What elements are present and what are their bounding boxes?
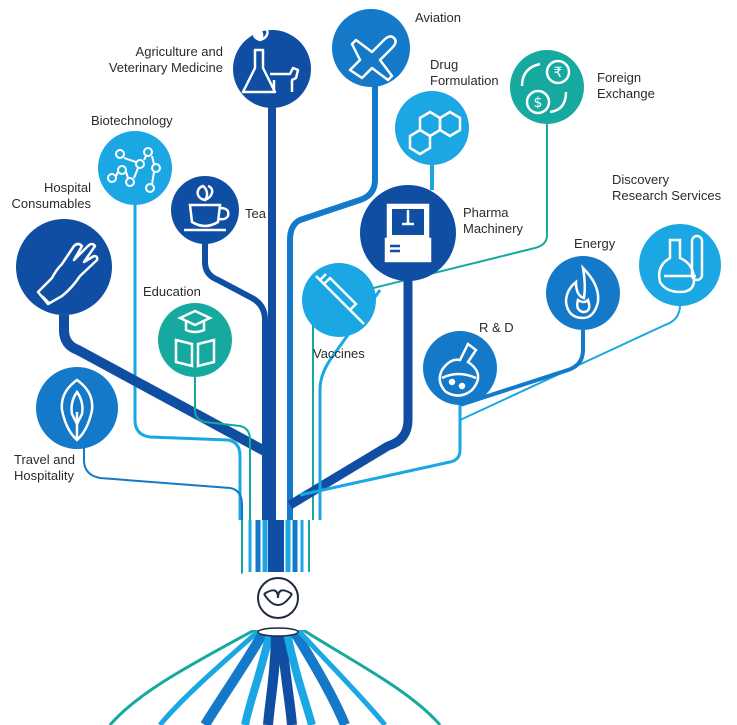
teacup-icon <box>184 184 230 232</box>
node-pharma[interactable] <box>360 185 456 281</box>
node-biotechnology[interactable] <box>98 131 172 205</box>
node-energy[interactable] <box>546 256 620 330</box>
node-rnd[interactable] <box>423 331 497 405</box>
node-discovery[interactable] <box>639 224 721 306</box>
center-seal <box>240 572 318 637</box>
node-travel[interactable] <box>36 367 118 449</box>
label-drug-formulation: Drug Formulation <box>430 57 499 88</box>
pharma-machine-icon <box>384 203 432 263</box>
tree-roots <box>108 625 442 725</box>
label-education: Education <box>143 284 201 299</box>
tree-branches <box>59 80 681 520</box>
lotus-icon <box>60 378 94 442</box>
node-hospital[interactable] <box>16 219 112 315</box>
flask-cow-icon <box>241 26 300 94</box>
node-drug[interactable] <box>395 91 469 165</box>
label-discovery-research: Discovery Research Services <box>612 172 722 203</box>
lab-flask-icon <box>657 234 704 294</box>
molecule-icon <box>408 110 462 156</box>
label-pharma-machinery: Pharma Machinery <box>463 205 523 236</box>
label-rnd: R & D <box>479 320 514 335</box>
svg-text:$: $ <box>534 95 543 111</box>
beaker-icon <box>438 342 480 397</box>
label-vaccines: Vaccines <box>313 346 365 361</box>
node-forex[interactable]: ₹ $ <box>510 50 584 124</box>
label-energy: Energy <box>574 236 616 251</box>
node-education[interactable] <box>158 303 232 377</box>
node-vaccines[interactable] <box>302 263 376 337</box>
node-aviation[interactable] <box>332 9 410 87</box>
label-foreign-exchange: Foreign Exchange <box>597 70 655 101</box>
currency-exchange-icon: ₹ $ <box>520 59 571 115</box>
flame-icon <box>564 264 600 320</box>
tree-trunk <box>241 520 310 578</box>
label-hospital-consumables: Hospital Consumables <box>11 180 92 211</box>
label-agriculture: Agriculture and Veterinary Medicine <box>108 44 223 75</box>
label-travel-hospitality: Travel and Hospitality <box>14 452 75 483</box>
node-tea[interactable] <box>171 176 239 244</box>
syringe-icon <box>315 273 365 325</box>
molecular-chain-icon <box>107 147 161 193</box>
glove-icon <box>36 242 99 306</box>
airplane-icon <box>348 35 397 82</box>
book-cap-icon <box>174 309 216 368</box>
label-tea: Tea <box>245 206 266 221</box>
svg-text:₹: ₹ <box>554 65 563 81</box>
label-biotechnology: Biotechnology <box>91 113 173 128</box>
label-aviation: Aviation <box>415 10 462 25</box>
node-agriculture[interactable] <box>233 26 311 108</box>
